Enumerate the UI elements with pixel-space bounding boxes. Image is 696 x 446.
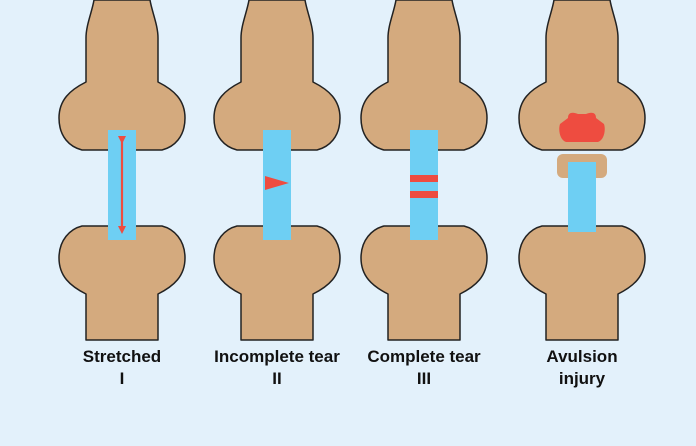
panel-name: Avulsion (502, 346, 662, 368)
upper-bone (214, 0, 340, 150)
panel-grade: III (344, 368, 504, 390)
panel-stretched (59, 0, 185, 340)
label-incomplete-tear: Incomplete tear II (197, 346, 357, 390)
label-complete-tear: Complete tear III (344, 346, 504, 390)
tear-band-lower (410, 191, 438, 198)
panel-grade: II (197, 368, 357, 390)
lower-bone (361, 226, 487, 340)
panel-name: Stretched (42, 346, 202, 368)
panel-grade: injury (502, 368, 662, 390)
panel-grade: I (42, 368, 202, 390)
panel-incomplete-tear (214, 0, 340, 340)
lower-bone (59, 226, 185, 340)
panel-avulsion-injury (519, 0, 645, 340)
panel-name: Complete tear (344, 346, 504, 368)
upper-bone (59, 0, 185, 150)
panel-complete-tear (361, 0, 487, 340)
upper-bone (361, 0, 487, 150)
lower-bone (214, 226, 340, 340)
ligament (568, 162, 596, 232)
label-stretched: Stretched I (42, 346, 202, 390)
tear-band-upper (410, 175, 438, 182)
lower-bone (519, 226, 645, 340)
label-avulsion-injury: Avulsion injury (502, 346, 662, 390)
ligament (410, 130, 438, 240)
panel-name: Incomplete tear (197, 346, 357, 368)
